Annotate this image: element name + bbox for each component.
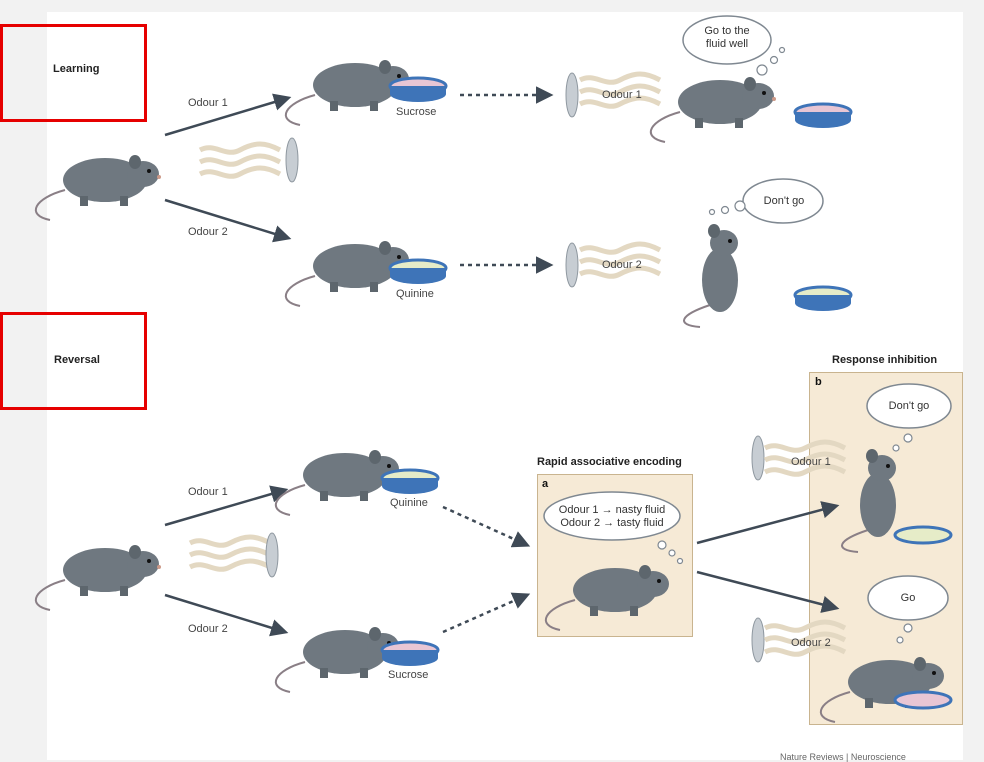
- label-odour2-tube: Odour 2: [791, 637, 831, 649]
- thought-dont-text: Don't go: [888, 400, 930, 412]
- label-odour2: Odour 2: [188, 226, 228, 238]
- label-odour2-tube: Odour 2: [602, 259, 642, 271]
- thought-bubble: [866, 383, 952, 429]
- thought-go-line2: fluid well: [705, 38, 749, 50]
- panel-b-title: Response inhibition: [832, 354, 938, 366]
- section-label-reversal: Reversal: [54, 354, 100, 366]
- label-sucrose: Sucrose: [396, 106, 437, 118]
- panel-b-letter: b: [815, 376, 822, 388]
- rat-standing: [840, 448, 897, 553]
- rat-thinking: [544, 564, 670, 631]
- label-odour2: Odour 2: [188, 623, 228, 635]
- odour-tube: [751, 617, 765, 663]
- thought-go-line1: Go to the: [704, 25, 750, 37]
- arrow-odour1: [164, 485, 289, 527]
- panel-a-title: Rapid associative encoding: [537, 456, 682, 468]
- rat-drinking: [819, 656, 945, 723]
- label-quinine: Quinine: [390, 497, 428, 509]
- highlight-box-learning: [0, 24, 147, 122]
- thought-dont-text: Don't go: [763, 195, 805, 207]
- thought-bubble: [682, 15, 772, 65]
- thought-go-text: Go to the fluid well: [683, 25, 771, 51]
- thought-bubble: [543, 491, 681, 541]
- label-odour1-tube: Odour 1: [602, 89, 642, 101]
- footer-credit: Nature Reviews | Neuroscience: [780, 752, 906, 762]
- arrow-odour1-b: [696, 501, 840, 545]
- label-odour1-tube: Odour 1: [791, 456, 831, 468]
- thought-go-text: Go: [900, 592, 916, 604]
- arrow-odour2: [164, 593, 289, 637]
- thought-bubble: [742, 178, 824, 224]
- highlight-box-reversal: [0, 312, 147, 410]
- sucrose-dish: [893, 690, 953, 710]
- arrow-odour2: [164, 198, 292, 243]
- label-sucrose: Sucrose: [388, 669, 429, 681]
- arrow-odour2-b: [696, 570, 840, 613]
- odour-tube: [751, 435, 765, 481]
- association-text: Odour 1 → nasty fluid Odour 2 → tasty fl…: [544, 504, 680, 530]
- arrow-odour1: [164, 93, 292, 137]
- thought-bubble: [867, 575, 949, 621]
- label-odour1: Odour 1: [188, 486, 228, 498]
- label-quinine: Quinine: [396, 288, 434, 300]
- association-line1: Odour 1 → nasty fluid: [558, 504, 666, 516]
- label-odour1: Odour 1: [188, 97, 228, 109]
- association-line2: Odour 2 → tasty fluid: [560, 517, 664, 529]
- section-label-learning: Learning: [53, 63, 100, 75]
- panel-a-letter: a: [542, 478, 549, 490]
- quinine-dish: [893, 525, 953, 545]
